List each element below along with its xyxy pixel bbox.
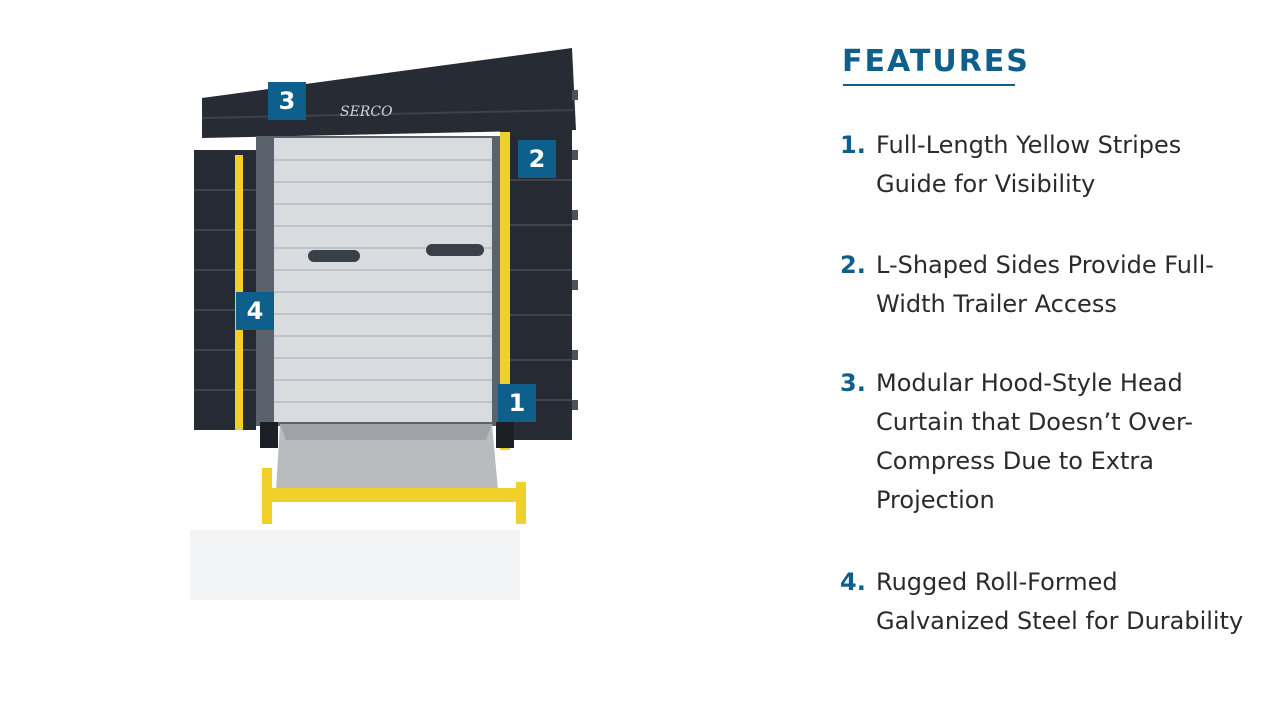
feature-number: 3. [840, 369, 866, 397]
dock-leveler [276, 424, 498, 490]
feature-text: Full-Length Yellow Stripes Guide for Vis… [876, 131, 1182, 198]
feature-number: 2. [840, 251, 866, 279]
feature-text: Modular Hood-Style Head Curtain that Doe… [876, 369, 1193, 514]
features-title-underline [843, 84, 1015, 86]
callout-marker-1: 1 [498, 384, 536, 422]
floor-reflection [190, 530, 520, 600]
features-title: FEATURES [842, 44, 1030, 79]
feature-text: Rugged Roll-Formed Galvanized Steel for … [876, 568, 1244, 635]
door-window-right [426, 244, 484, 256]
left-guide-post [262, 468, 272, 524]
right-guide-post [516, 482, 526, 524]
callout-marker-3: 3 [268, 82, 306, 120]
feature-number: 1. [840, 131, 866, 159]
left-side-pad [194, 150, 256, 430]
feature-item-3: 3. Modular Hood-Style Head Curtain that … [840, 364, 1260, 520]
head-curtain [202, 48, 576, 138]
right-yellow-stripe [500, 132, 510, 450]
dock-seal-illustration: SERCO [190, 48, 578, 600]
feature-number: 4. [840, 568, 866, 596]
callout-marker-2: 2 [518, 140, 556, 178]
overhead-door [274, 138, 492, 422]
left-bumper [260, 422, 278, 448]
door-window-left [308, 250, 360, 262]
right-bumper [496, 422, 514, 448]
feature-item-2: 2. L-Shaped Sides Provide Full- Width Tr… [840, 246, 1260, 324]
feature-item-4: 4. Rugged Roll-Formed Galvanized Steel f… [840, 563, 1260, 641]
serco-logo: SERCO [340, 104, 393, 120]
feature-text: L-Shaped Sides Provide Full- Width Trail… [876, 251, 1214, 318]
feature-item-1: 1. Full-Length Yellow Stripes Guide for … [840, 126, 1260, 204]
callout-marker-4: 4 [236, 292, 274, 330]
